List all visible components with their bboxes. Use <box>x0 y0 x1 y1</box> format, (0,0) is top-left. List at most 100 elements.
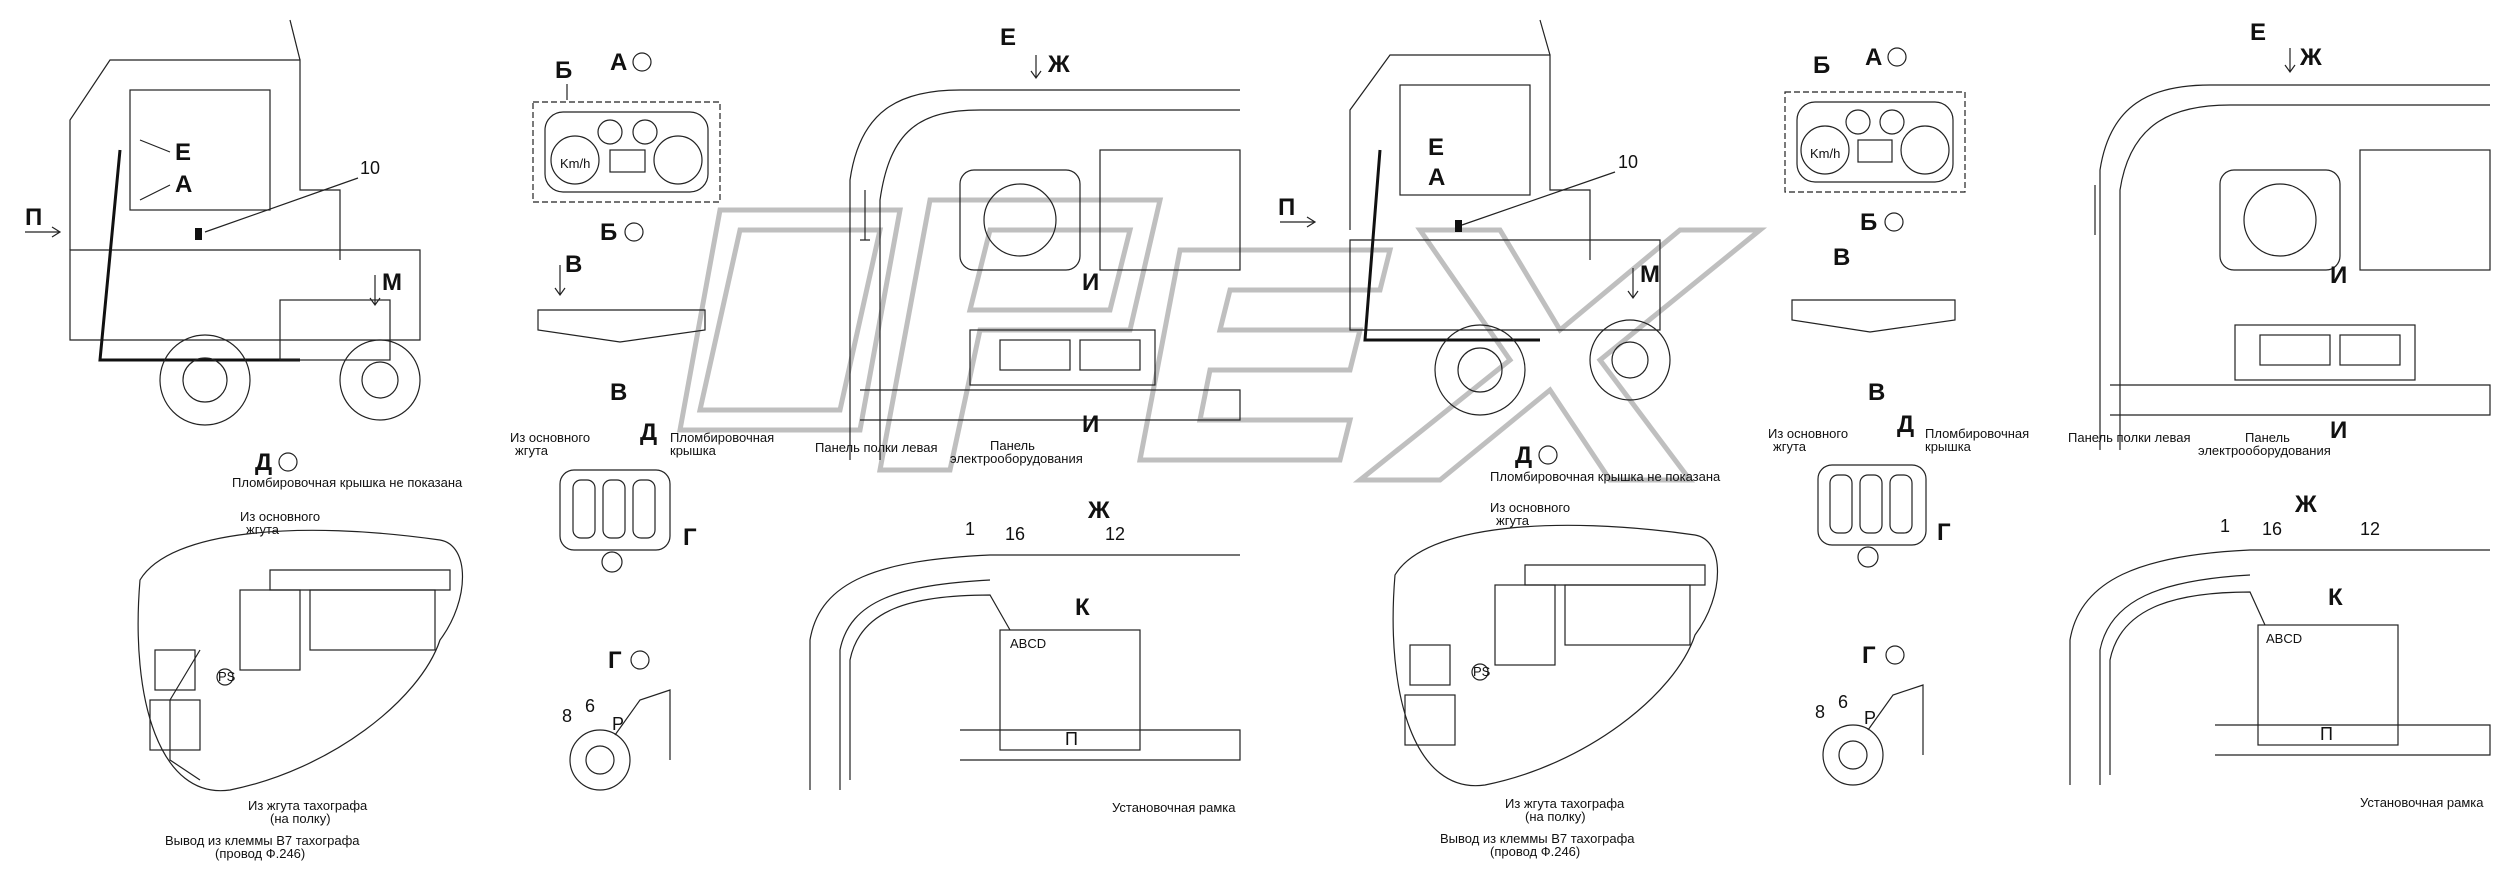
label-k-right: К <box>2328 584 2343 611</box>
view-marker-g-right <box>1885 645 1905 665</box>
label-v-left: В <box>565 251 582 278</box>
p-mark-right: П <box>2320 724 2333 744</box>
view-marker-g-left <box>630 650 650 670</box>
connector-v-right <box>1817 464 1927 568</box>
arrow-p-right <box>1280 216 1317 228</box>
connector-d-right <box>1392 524 1719 787</box>
label-a-right: А <box>1428 164 1445 191</box>
b7-output-left-2: (провод Ф.246) <box>215 846 305 861</box>
label-10-left: 10 <box>360 158 380 178</box>
from-main-harness-right-2: жгута <box>1773 439 1807 454</box>
label-12-left: 12 <box>1105 524 1125 544</box>
label-10-right: 10 <box>1618 152 1638 172</box>
mount-frame-view-right <box>2069 549 2491 785</box>
truck-side-view-left <box>69 19 421 426</box>
elec-panel-right-2: электрооборудования <box>2198 443 2331 458</box>
label-p-right: П <box>1278 194 1295 221</box>
from-main-harness-left-1: Из основного <box>510 430 590 445</box>
seal-cover-left-2: крышка <box>670 443 717 458</box>
label-8-left: 8 <box>562 706 572 726</box>
label-6-right: 6 <box>1838 692 1848 712</box>
label-16-left: 16 <box>1005 524 1025 544</box>
cabin-shelf-right <box>2094 84 2491 450</box>
label-d-left: Д <box>640 419 657 446</box>
label-g-left: Г <box>683 524 697 551</box>
cabin-shelf-left <box>849 89 1241 460</box>
tacho-harness-right-1: Из жгута тахографа <box>1505 796 1625 811</box>
label-v2-left: В <box>610 379 627 406</box>
label-d-view-right: Д <box>1515 442 1532 469</box>
label-a-view-left: А <box>610 49 627 76</box>
instrument-cluster-right <box>1784 91 1966 193</box>
label-r-left: Р <box>612 714 624 734</box>
mount-frame-label-right: Установочная рамка <box>2360 795 2484 810</box>
label-v2-right: В <box>1868 379 1885 406</box>
view-marker-d-left <box>278 452 298 472</box>
label-a-left: А <box>175 171 192 198</box>
arrow-zh-left <box>1030 55 1042 80</box>
b7-output-right-2: (провод Ф.246) <box>1490 844 1580 859</box>
view-marker-d-right <box>1538 445 1558 465</box>
label-zh-arrow-right: Ж <box>2299 44 2322 71</box>
label-e-left: Е <box>175 139 191 166</box>
from-main-harness-d-left-1: Из основного <box>240 509 320 524</box>
label-zh-left: Ж <box>1087 497 1110 524</box>
label-1-left: 1 <box>965 519 975 539</box>
label-m-left: М <box>382 269 402 296</box>
seal-g-right <box>1822 684 1924 786</box>
label-6-left: 6 <box>585 696 595 716</box>
shelf-panel-left-label-right: Панель полки левая <box>2068 430 2191 445</box>
arrow-zh-right <box>2284 48 2296 74</box>
seal-cover-right-2: крышка <box>1925 439 1972 454</box>
kmh-label-right: Km/h <box>1810 146 1840 161</box>
label-d-right: Д <box>1897 411 1914 438</box>
label-16-right: 16 <box>2262 519 2282 539</box>
from-main-harness-right-1: Из основного <box>1768 426 1848 441</box>
label-g-right: Г <box>1937 519 1951 546</box>
mount-frame-label-left: Установочная рамка <box>1112 800 1236 815</box>
ps-label-left: PS <box>218 669 236 684</box>
label-d-view-left: Д <box>255 449 272 476</box>
view-marker-a-right <box>1887 47 1907 67</box>
mount-frame-view-left <box>809 554 1241 790</box>
ps-label-right: PS <box>1473 664 1491 679</box>
label-12-right: 12 <box>2360 519 2380 539</box>
abcd-right: ABCD <box>2266 631 2302 646</box>
tacho-harness-right-2: (на полку) <box>1525 809 1586 824</box>
seal-not-shown-left: Пломбировочная крышка не показана <box>232 475 463 490</box>
leader-10-left <box>204 177 359 233</box>
watermark <box>677 197 1768 483</box>
arrow-m-left <box>369 275 381 307</box>
panel-b-left <box>537 309 706 343</box>
label-zh-arrow-left: Ж <box>1047 51 1070 78</box>
label-v-right: В <box>1833 244 1850 271</box>
label-p-left: П <box>25 204 42 231</box>
leader-10-right <box>1461 171 1616 226</box>
shelf-panel-left-label-left: Панель полки левая <box>815 440 938 455</box>
arrow-m-right <box>1627 268 1639 300</box>
label-e-right: Е <box>1428 134 1444 161</box>
arrow-v-left <box>554 265 566 297</box>
truck-side-view-right <box>1349 19 1671 416</box>
elec-panel-right-1: Панель <box>2245 430 2290 445</box>
from-main-harness-d-right-2: жгута <box>1496 513 1530 528</box>
seal-cover-left-1: Пломбировочная <box>670 430 774 445</box>
seal-cover-right-1: Пломбировочная <box>1925 426 2029 441</box>
label-1-right: 1 <box>2220 516 2230 536</box>
b7-output-left-1: Вывод из клеммы В7 тахографа <box>165 833 360 848</box>
callout-arrows-e-a <box>139 139 171 201</box>
instrument-cluster-left <box>532 101 721 203</box>
kmh-label-left: Km/h <box>560 156 590 171</box>
from-main-harness-d-right-1: Из основного <box>1490 500 1570 515</box>
view-marker-a-left <box>632 52 652 72</box>
label-a-view-right: А <box>1865 44 1882 71</box>
connector-v-left <box>559 469 671 573</box>
label-b-right: Б <box>1813 52 1830 79</box>
label-m-right: М <box>1640 261 1660 288</box>
abcd-left: ABCD <box>1010 636 1046 651</box>
tacho-harness-left-2: (на полку) <box>270 811 331 826</box>
label-8-right: 8 <box>1815 702 1825 722</box>
elec-panel-left-2: электрооборудования <box>950 451 1083 466</box>
